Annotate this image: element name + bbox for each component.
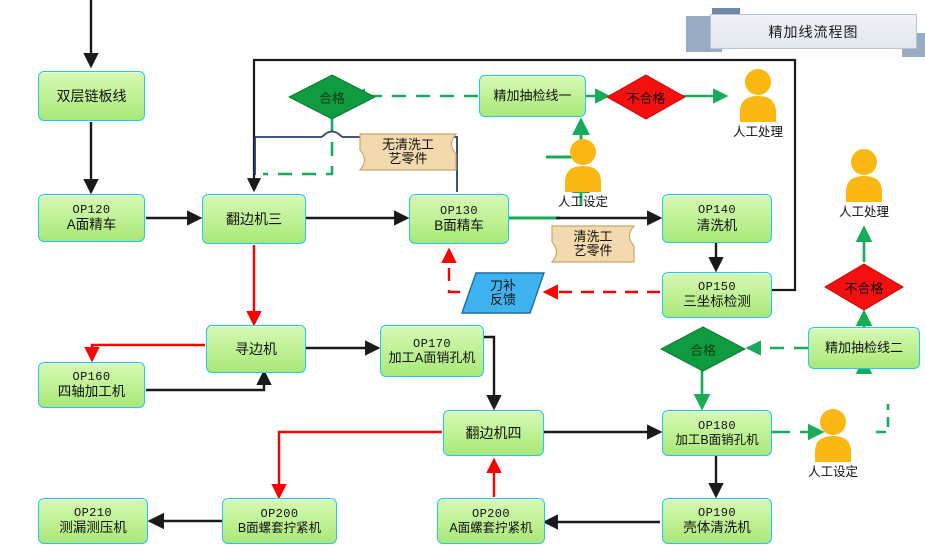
decision-pass-1[interactable]: 合格 bbox=[288, 74, 376, 120]
node-op200-a-face-screw-sleeve-tightening[interactable]: OP200 A面螺套拧紧机 bbox=[437, 498, 545, 544]
node-op190-housing-washing-machine[interactable]: OP190 壳体清洗机 bbox=[662, 498, 772, 544]
node-label: B面螺套拧紧机 bbox=[237, 520, 322, 535]
node-code: OP200 bbox=[260, 506, 299, 521]
node-label: 双层链板线 bbox=[56, 87, 127, 104]
node-op160-four-axis-machine[interactable]: OP160 四轴加工机 bbox=[38, 362, 145, 408]
decision-label: 合格 bbox=[318, 90, 345, 106]
node-edge-finder[interactable]: 寻边机 bbox=[206, 325, 306, 373]
decision-label: 不合格 bbox=[626, 90, 666, 106]
actor-caption: 人工处理 bbox=[732, 125, 783, 139]
actor-manual-setting-2[interactable]: 人工设定 bbox=[805, 408, 861, 480]
node-label: 三坐标检测 bbox=[683, 294, 751, 310]
node-label: 四轴加工机 bbox=[57, 384, 126, 400]
actor-manual-handling-1[interactable]: 人工处理 bbox=[730, 68, 786, 140]
node-double-layer-chain-line[interactable]: 双层链板线 bbox=[38, 71, 145, 121]
document-no-wash-process-part: 无清洗工 艺零件 bbox=[357, 130, 459, 174]
node-op180-b-face-pin-hole-machine[interactable]: OP180 加工B面销孔机 bbox=[662, 410, 772, 456]
decision-fail-1[interactable]: 不合格 bbox=[606, 74, 686, 120]
node-label: 壳体清洗机 bbox=[683, 520, 751, 536]
person-icon bbox=[815, 409, 851, 462]
node-label: 精加抽检线二 bbox=[824, 340, 903, 356]
node-code: OP210 bbox=[73, 505, 112, 520]
node-op170-a-face-pin-hole-machine[interactable]: OP170 加工A面销孔机 bbox=[380, 325, 484, 377]
actor-caption: 人工处理 bbox=[838, 205, 889, 219]
node-finish-sampling-line-1[interactable]: 精加抽检线一 bbox=[479, 75, 586, 117]
node-label: 寻边机 bbox=[235, 340, 277, 357]
node-code: OP170 bbox=[412, 337, 451, 352]
actor-manual-handling-2[interactable]: 人工处理 bbox=[836, 148, 892, 220]
node-label: 测漏测压机 bbox=[59, 520, 127, 536]
document-line-1: 无清洗工 bbox=[381, 136, 434, 152]
document-text: 无清洗工 艺零件 bbox=[357, 130, 459, 174]
data-text: 刀补 反馈 bbox=[460, 270, 546, 316]
document-line-2: 艺零件 bbox=[388, 151, 428, 166]
node-op150-cmm-inspection[interactable]: OP150 三坐标检测 bbox=[662, 272, 772, 318]
decision-fail-2[interactable]: 不合格 bbox=[824, 263, 904, 311]
node-label: 加工A面销孔机 bbox=[388, 350, 476, 366]
node-label: 加工B面销孔机 bbox=[675, 432, 759, 447]
node-op120-a-face-fine-turning[interactable]: OP120 A面精车 bbox=[38, 194, 145, 242]
node-code: OP140 bbox=[697, 203, 736, 218]
decision-label: 不合格 bbox=[844, 280, 884, 296]
node-label: 翻边机三 bbox=[226, 210, 282, 227]
node-code: OP130 bbox=[439, 203, 478, 218]
node-code: OP200 bbox=[471, 506, 510, 521]
node-label: 清洗机 bbox=[696, 217, 738, 233]
decision-label: 合格 bbox=[689, 342, 716, 358]
page-title: 精加线流程图 bbox=[768, 23, 859, 40]
data-tool-compensation-feedback: 刀补 反馈 bbox=[460, 270, 546, 316]
person-icon bbox=[565, 139, 601, 192]
document-line-2: 艺零件 bbox=[573, 243, 613, 258]
document-line-1: 清洗工 bbox=[573, 228, 613, 244]
node-label: 翻边机四 bbox=[465, 424, 522, 441]
decision-pass-2[interactable]: 合格 bbox=[660, 326, 746, 372]
node-finish-sampling-line-2[interactable]: 精加抽检线二 bbox=[808, 327, 920, 369]
node-code: OP180 bbox=[697, 418, 736, 433]
node-flanging-machine-3[interactable]: 翻边机三 bbox=[202, 194, 306, 244]
person-icon bbox=[846, 149, 882, 202]
actor-caption: 人工设定 bbox=[807, 465, 858, 479]
node-op140-washing-machine[interactable]: OP140 清洗机 bbox=[662, 194, 772, 243]
node-label: 精加抽检线一 bbox=[493, 88, 572, 104]
node-label: B面精车 bbox=[434, 218, 484, 234]
node-op200-b-face-screw-sleeve-tightening[interactable]: OP200 B面螺套拧紧机 bbox=[222, 498, 337, 544]
node-code: OP190 bbox=[697, 505, 736, 520]
actor-manual-setting-1[interactable]: 人工设定 bbox=[555, 138, 611, 210]
data-line-2: 反馈 bbox=[489, 292, 516, 307]
node-code: OP160 bbox=[72, 369, 111, 384]
node-code: OP150 bbox=[697, 279, 736, 294]
document-wash-process-part: 清洗工 艺零件 bbox=[549, 222, 637, 266]
node-op210-leak-pressure-test-machine[interactable]: OP210 测漏测压机 bbox=[38, 498, 148, 544]
node-label: A面螺套拧紧机 bbox=[449, 520, 533, 535]
person-icon bbox=[740, 69, 776, 122]
node-op130-b-face-fine-turning[interactable]: OP130 B面精车 bbox=[409, 194, 509, 244]
document-text: 清洗工 艺零件 bbox=[549, 222, 637, 266]
node-flanging-machine-4[interactable]: 翻边机四 bbox=[443, 410, 544, 456]
actor-caption: 人工设定 bbox=[557, 195, 608, 209]
node-label: A面精车 bbox=[66, 217, 117, 233]
diagram-title-banner: 精加线流程图 bbox=[710, 14, 917, 49]
data-line-1: 刀补 bbox=[489, 277, 516, 293]
node-code: OP120 bbox=[72, 202, 111, 217]
